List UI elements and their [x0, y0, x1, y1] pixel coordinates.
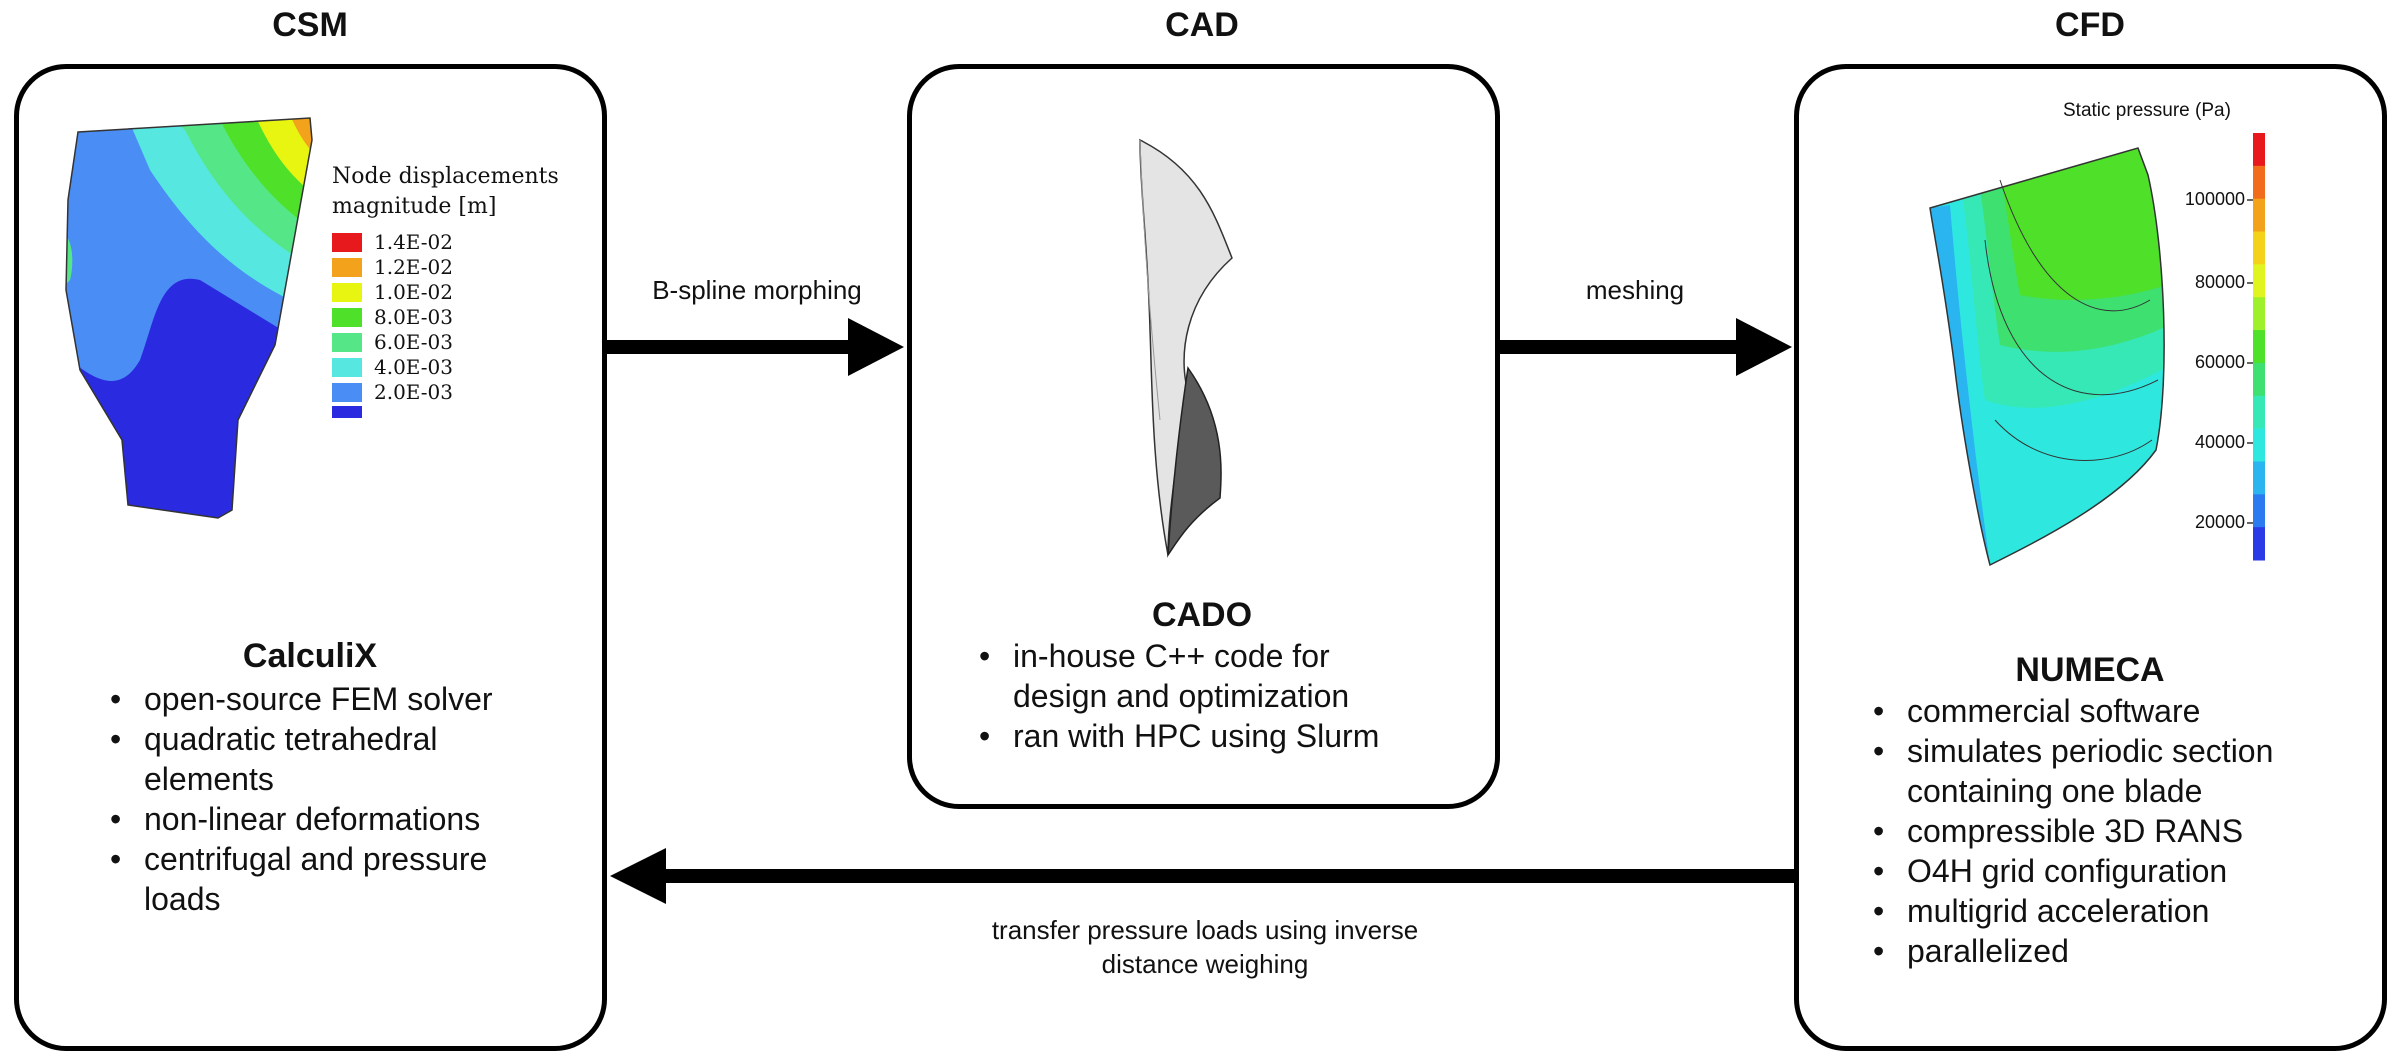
legend-label: 1.0E-02	[374, 280, 453, 304]
cfd-colorbar-title: Static pressure (Pa)	[2063, 100, 2231, 121]
legend-swatch	[332, 333, 362, 352]
cfd-colorbar	[2247, 133, 2265, 561]
cfd-title: CFD	[2055, 6, 2125, 44]
list-item: open-source FEM solver	[106, 679, 546, 719]
list-item: O4H grid configuration	[1869, 851, 2329, 891]
cad-tool-name: CADO	[1151, 596, 1253, 634]
legend-label: 1.4E-02	[374, 230, 453, 254]
cad-blade-image	[1139, 138, 1233, 558]
legend-swatch	[332, 358, 362, 377]
colorbar-segment	[2253, 264, 2265, 298]
legend-entry: 2.0E-03	[332, 380, 453, 405]
list-item: in-house C++ code for design and optimiz…	[975, 636, 1393, 716]
csm-to-cad-label: B-spline morphing	[652, 275, 862, 305]
colorbar-segment	[2253, 461, 2265, 495]
list-item: quadratic tetrahedral elements	[106, 719, 464, 799]
list-item: multigrid acceleration	[1869, 891, 2329, 931]
csm-blade-image	[65, 117, 313, 519]
list-item: centrifugal and pressure loads	[106, 839, 564, 919]
cfd-bullet-list: commercial software simulates periodic s…	[1869, 691, 2329, 971]
legend-swatch	[332, 308, 362, 327]
list-item: non-linear deformations	[106, 799, 546, 839]
cad-bullet-list: in-house C++ code for design and optimiz…	[975, 636, 1415, 756]
legend-swatch	[332, 405, 362, 418]
colorbar-segment	[2253, 330, 2265, 364]
colorbar-segment	[2253, 297, 2265, 331]
list-item: commercial software	[1869, 691, 2329, 731]
legend-entry: 4.0E-03	[332, 355, 453, 380]
colorbar-tick-label: 40000	[2194, 432, 2245, 452]
legend-entry: 1.4E-02	[332, 230, 453, 255]
colorbar-tick-label: 100000	[2184, 189, 2245, 209]
legend-label: 8.0E-03	[374, 305, 453, 329]
arrow-cfd-to-csm	[610, 848, 1794, 904]
legend-entry: 6.0E-03	[332, 330, 453, 355]
legend-swatch	[332, 258, 362, 277]
cfd-to-csm-label: transfer pressure loads using inverse di…	[991, 915, 1419, 979]
colorbar-tick-label: 20000	[2194, 512, 2245, 532]
colorbar-segment	[2253, 428, 2265, 462]
cfd-blade-image	[1929, 147, 2165, 567]
colorbar-tick-label: 60000	[2194, 352, 2245, 372]
csm-tool-name: CalculiX	[242, 637, 378, 675]
arrow-csm-to-cad	[607, 318, 904, 376]
colorbar-segment	[2253, 231, 2265, 265]
colorbar-segment	[2253, 133, 2265, 167]
legend-label: 4.0E-03	[374, 355, 453, 379]
list-item: compressible 3D RANS	[1869, 811, 2329, 851]
legend-swatch	[332, 383, 362, 402]
legend-entry	[332, 399, 374, 424]
legend-label: 6.0E-03	[374, 330, 453, 354]
legend-label: 1.2E-02	[374, 255, 453, 279]
legend-entry: 8.0E-03	[332, 305, 453, 330]
legend-entry: 1.2E-02	[332, 255, 453, 280]
colorbar-segment	[2253, 165, 2265, 200]
list-item: simulates periodic section containing on…	[1869, 731, 2367, 811]
colorbar-tick-label: 80000	[2194, 272, 2245, 292]
cad-title: CAD	[1165, 6, 1239, 44]
colorbar-segment	[2253, 198, 2265, 233]
csm-bullet-list: open-source FEM solver quadratic tetrahe…	[106, 679, 546, 919]
arrow-cad-to-cfd	[1500, 318, 1792, 376]
colorbar-segment	[2253, 362, 2265, 397]
list-item: parallelized	[1869, 931, 2329, 971]
list-item: ran with HPC using Slurm	[975, 716, 1415, 756]
legend-label: 2.0E-03	[374, 380, 453, 404]
cad-to-cfd-label: meshing	[1585, 275, 1685, 305]
csm-legend-title: Node displacements magnitude [m]	[332, 164, 559, 219]
colorbar-segment	[2253, 395, 2265, 430]
legend-entry: 1.0E-02	[332, 280, 453, 305]
colorbar-segment	[2253, 494, 2265, 528]
colorbar-segment	[2253, 527, 2265, 561]
legend-swatch	[332, 233, 362, 252]
cfd-tool-name: NUMECA	[2015, 651, 2165, 689]
csm-title: CSM	[272, 6, 348, 44]
legend-swatch	[332, 283, 362, 302]
